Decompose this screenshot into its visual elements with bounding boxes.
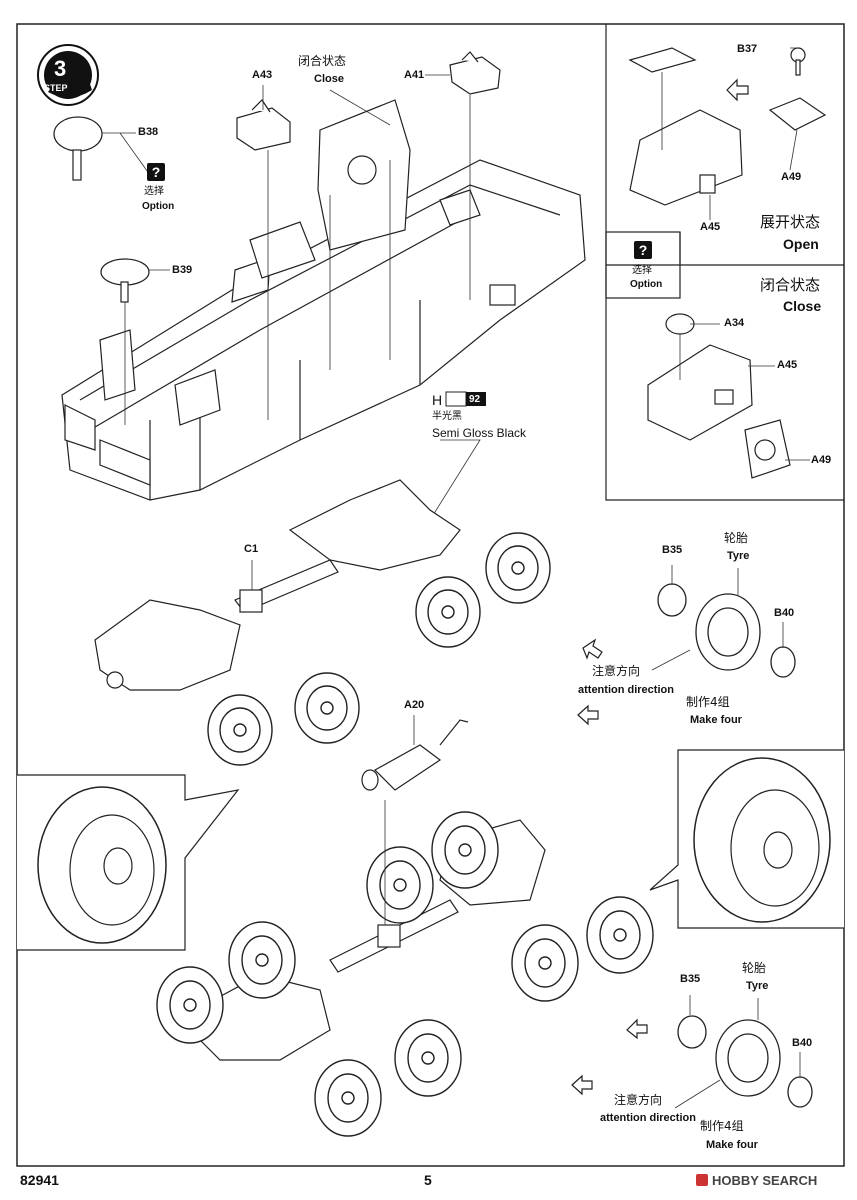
option-label-cn: 选择 xyxy=(144,186,164,197)
attention-cn-1: 注意方向 xyxy=(592,664,641,678)
part-label-a43: A43 xyxy=(252,69,273,81)
wheel xyxy=(156,966,224,1044)
leader-lines-top xyxy=(102,74,481,521)
step-badge xyxy=(37,44,99,106)
wheel xyxy=(485,532,551,604)
wheel xyxy=(366,846,434,924)
part-label-b39: B39 xyxy=(172,264,193,276)
direction-arrows xyxy=(571,78,749,1096)
footer-product-code: 82941 xyxy=(20,1172,59,1188)
step-label: STEP xyxy=(44,83,68,93)
option-icon: ? xyxy=(147,163,165,181)
attention-en-1: attention direction xyxy=(578,684,674,696)
option-label-en: Option xyxy=(142,201,175,212)
paint-letter: H xyxy=(432,392,443,408)
footer-page-number: 5 xyxy=(424,1172,432,1188)
hull-assembly xyxy=(61,99,586,501)
part-label-b40-top: B40 xyxy=(774,607,795,619)
part-label-a45-top: A45 xyxy=(700,221,721,233)
option-panel-en: Option xyxy=(630,279,663,290)
chassis-upper-wheels xyxy=(207,532,551,766)
part-label-a45-bottom: A45 xyxy=(777,359,798,371)
part-label-a34: A34 xyxy=(724,317,745,329)
brand-text: HOBBY SEARCH xyxy=(712,1173,818,1188)
wheel xyxy=(431,811,499,889)
tyre-assembly-2 xyxy=(677,1015,813,1108)
make-four-cn-2: 制作4组 xyxy=(700,1119,744,1133)
leader-lines-tyre-1 xyxy=(651,565,784,671)
wheel xyxy=(228,921,296,999)
part-b39 xyxy=(100,258,150,303)
part-label-a20: A20 xyxy=(404,699,425,711)
part-label-b35-bottom: B35 xyxy=(680,973,701,985)
part-label-b37: B37 xyxy=(737,43,758,55)
make-four-en-2: Make four xyxy=(706,1139,758,1151)
hatch-open-assembly xyxy=(628,47,827,206)
part-label-b35-top: B35 xyxy=(662,544,683,556)
wheel xyxy=(294,672,360,744)
wheel xyxy=(394,1019,462,1097)
paint-chip xyxy=(445,391,486,407)
part-label-a49-top: A49 xyxy=(781,171,802,183)
wheel xyxy=(511,924,579,1002)
paint-en: Semi Gloss Black xyxy=(432,426,527,440)
part-label-a41: A41 xyxy=(404,69,425,81)
close-label-en: Close xyxy=(314,73,344,85)
option-icon-panel: ? xyxy=(634,241,652,259)
footer-watermark-brand: HOBBY SEARCH xyxy=(696,1173,817,1188)
option-panel-border xyxy=(605,24,844,501)
make-four-cn-1: 制作4组 xyxy=(686,695,730,709)
tyre-label-cn-2: 轮胎 xyxy=(742,961,767,975)
wheel xyxy=(314,1059,382,1137)
chassis-lower-wheels xyxy=(156,811,654,1137)
tyre-label-cn-1: 轮胎 xyxy=(724,531,749,545)
wheel xyxy=(207,694,273,766)
hatch-close-assembly xyxy=(647,313,791,479)
part-a41 xyxy=(449,51,501,95)
attention-en-2: attention direction xyxy=(600,1112,696,1124)
part-label-c1: C1 xyxy=(244,543,259,555)
close-panel-cn: 闭合状态 xyxy=(760,276,821,294)
brand-logo-icon xyxy=(696,1174,708,1186)
part-a43 xyxy=(236,99,291,151)
wheel xyxy=(586,896,654,974)
chassis-upper xyxy=(94,479,461,691)
close-panel-en: Close xyxy=(783,298,822,314)
part-a20 xyxy=(361,719,469,791)
option-badge-frame xyxy=(605,231,681,299)
attention-cn-2: 注意方向 xyxy=(614,1093,663,1107)
wheel xyxy=(415,576,481,648)
step-number: 3 xyxy=(54,56,67,81)
leader-lines-lower xyxy=(251,560,801,1109)
open-label-cn: 展开状态 xyxy=(760,213,821,231)
tyre-assembly-1 xyxy=(657,583,796,678)
callout-left xyxy=(17,774,240,951)
tyre-label-en-2: Tyre xyxy=(746,980,769,992)
option-panel-cn: 选择 xyxy=(632,265,652,276)
paint-cn: 半光黑 xyxy=(432,411,462,422)
callout-right xyxy=(649,749,844,929)
open-label-en: Open xyxy=(783,236,819,252)
part-b38 xyxy=(53,116,103,181)
part-label-b40-bottom: B40 xyxy=(792,1037,813,1049)
paint-code: 92 xyxy=(469,394,481,405)
part-label-a49-bottom: A49 xyxy=(811,454,832,466)
part-label-b38: B38 xyxy=(138,126,159,138)
tyre-label-en-1: Tyre xyxy=(727,550,750,562)
close-label-cn: 闭合状态 xyxy=(298,54,347,68)
make-four-en-1: Make four xyxy=(690,714,742,726)
leader-lines-option xyxy=(661,47,810,461)
